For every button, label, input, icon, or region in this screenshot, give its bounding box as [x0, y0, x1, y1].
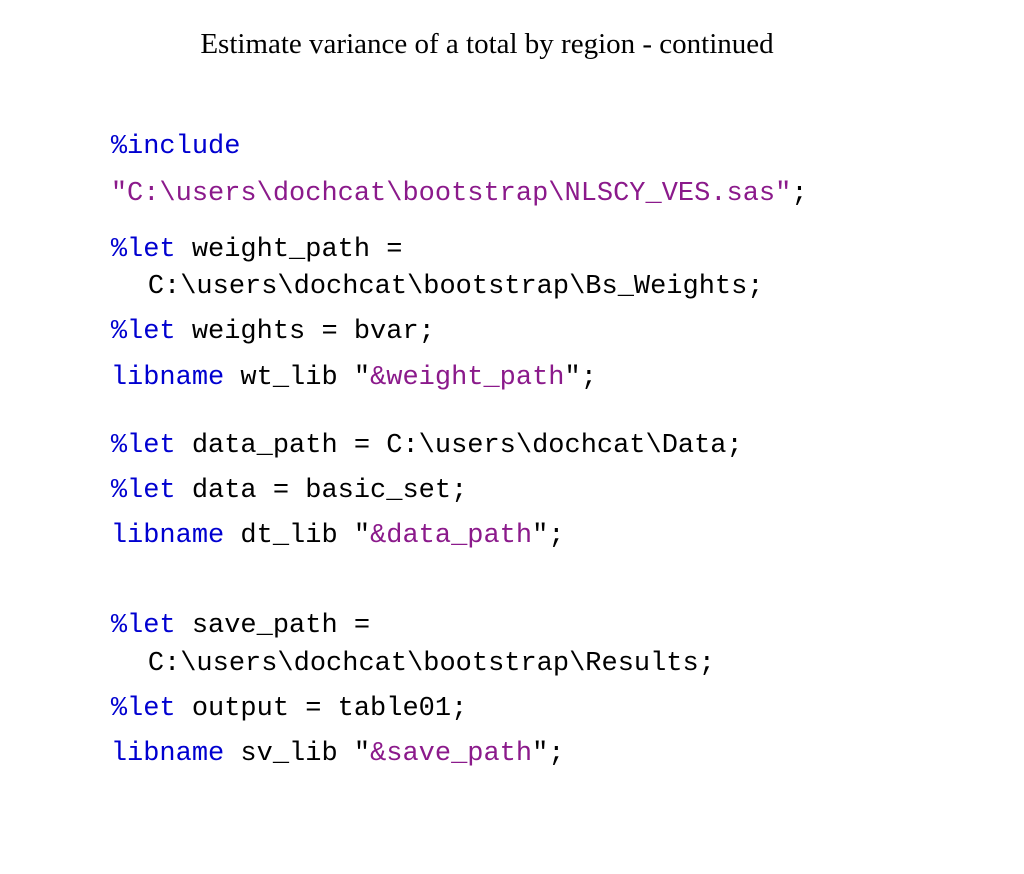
libname-path-string: &save_path [370, 739, 533, 769]
code-line-let-data: %let data = basic_set; [46, 434, 467, 548]
let-statement-text: output = table01; [175, 694, 468, 724]
code-line-libname-dt: libname dt_lib "&data_path"; [46, 479, 565, 593]
code-line-let-weights: %let weights = bvar; [46, 275, 435, 389]
libname-path-string: &weight_path [370, 363, 565, 393]
libname-text: wt_lib [224, 363, 354, 393]
code-block: %include "C:\users\dochcat\bootstrap\NLS… [0, 0, 808, 874]
quote-close: " [564, 363, 581, 393]
keyword-let: %let [110, 431, 176, 461]
let-statement-text: data = basic_set; [175, 476, 468, 506]
quote-open: " [353, 363, 371, 393]
code-line-include-path: "C:\users\dochcat\bootstrap\NLSCY_VES.sa… [46, 137, 808, 251]
statement-end: ; [548, 521, 565, 551]
keyword-let: %let [110, 694, 176, 724]
code-line-let-save-path: %let save_path = [46, 569, 370, 683]
quote-close: " [532, 739, 549, 769]
include-path-string: "C:\users\dochcat\bootstrap\NLSCY_VES.sa… [110, 179, 792, 209]
quote-open: " [353, 739, 371, 769]
keyword-libname: libname [110, 521, 225, 551]
let-continuation-text: C:\users\dochcat\bootstrap\Bs_Weights; [147, 272, 764, 302]
keyword-let: %let [110, 476, 176, 506]
quote-open: " [353, 521, 371, 551]
let-statement-text: weights = bvar; [175, 317, 435, 347]
keyword-let: %let [110, 235, 176, 265]
keyword-let: %let [110, 317, 176, 347]
code-line-include: %include [46, 90, 241, 204]
code-line-let-output: %let output = table01; [46, 652, 467, 766]
keyword-include: %include [110, 132, 241, 162]
let-statement-text: save_path = [175, 611, 371, 641]
keyword-libname: libname [110, 363, 225, 393]
quote-close: " [532, 521, 549, 551]
slide-title: Estimate variance of a total by region -… [200, 28, 774, 60]
code-line-let-data-path: %let data_path = C:\users\dochcat\Data; [46, 389, 743, 503]
code-line-weight-path-value: C:\users\dochcat\bootstrap\Bs_Weights; [83, 230, 764, 344]
code-line-libname-wt: libname wt_lib "&weight_path"; [46, 321, 597, 435]
code-line-save-path-value: C:\users\dochcat\bootstrap\Results; [83, 607, 715, 721]
let-statement-text: weight_path = [175, 235, 403, 265]
let-statement-text: data_path = C:\users\dochcat\Data; [175, 431, 743, 461]
keyword-libname: libname [110, 739, 225, 769]
let-continuation-text: C:\users\dochcat\bootstrap\Results; [147, 649, 715, 679]
keyword-let: %let [110, 611, 176, 641]
statement-end: ; [580, 363, 597, 393]
libname-path-string: &data_path [370, 521, 533, 551]
libname-text: dt_lib [224, 521, 354, 551]
code-line-let-weight-path: %let weight_path = [46, 193, 403, 307]
statement-end: ; [791, 179, 808, 209]
libname-text: sv_lib [224, 739, 354, 769]
statement-end: ; [548, 739, 565, 769]
code-line-libname-sv: libname sv_lib "&save_path"; [46, 697, 565, 811]
